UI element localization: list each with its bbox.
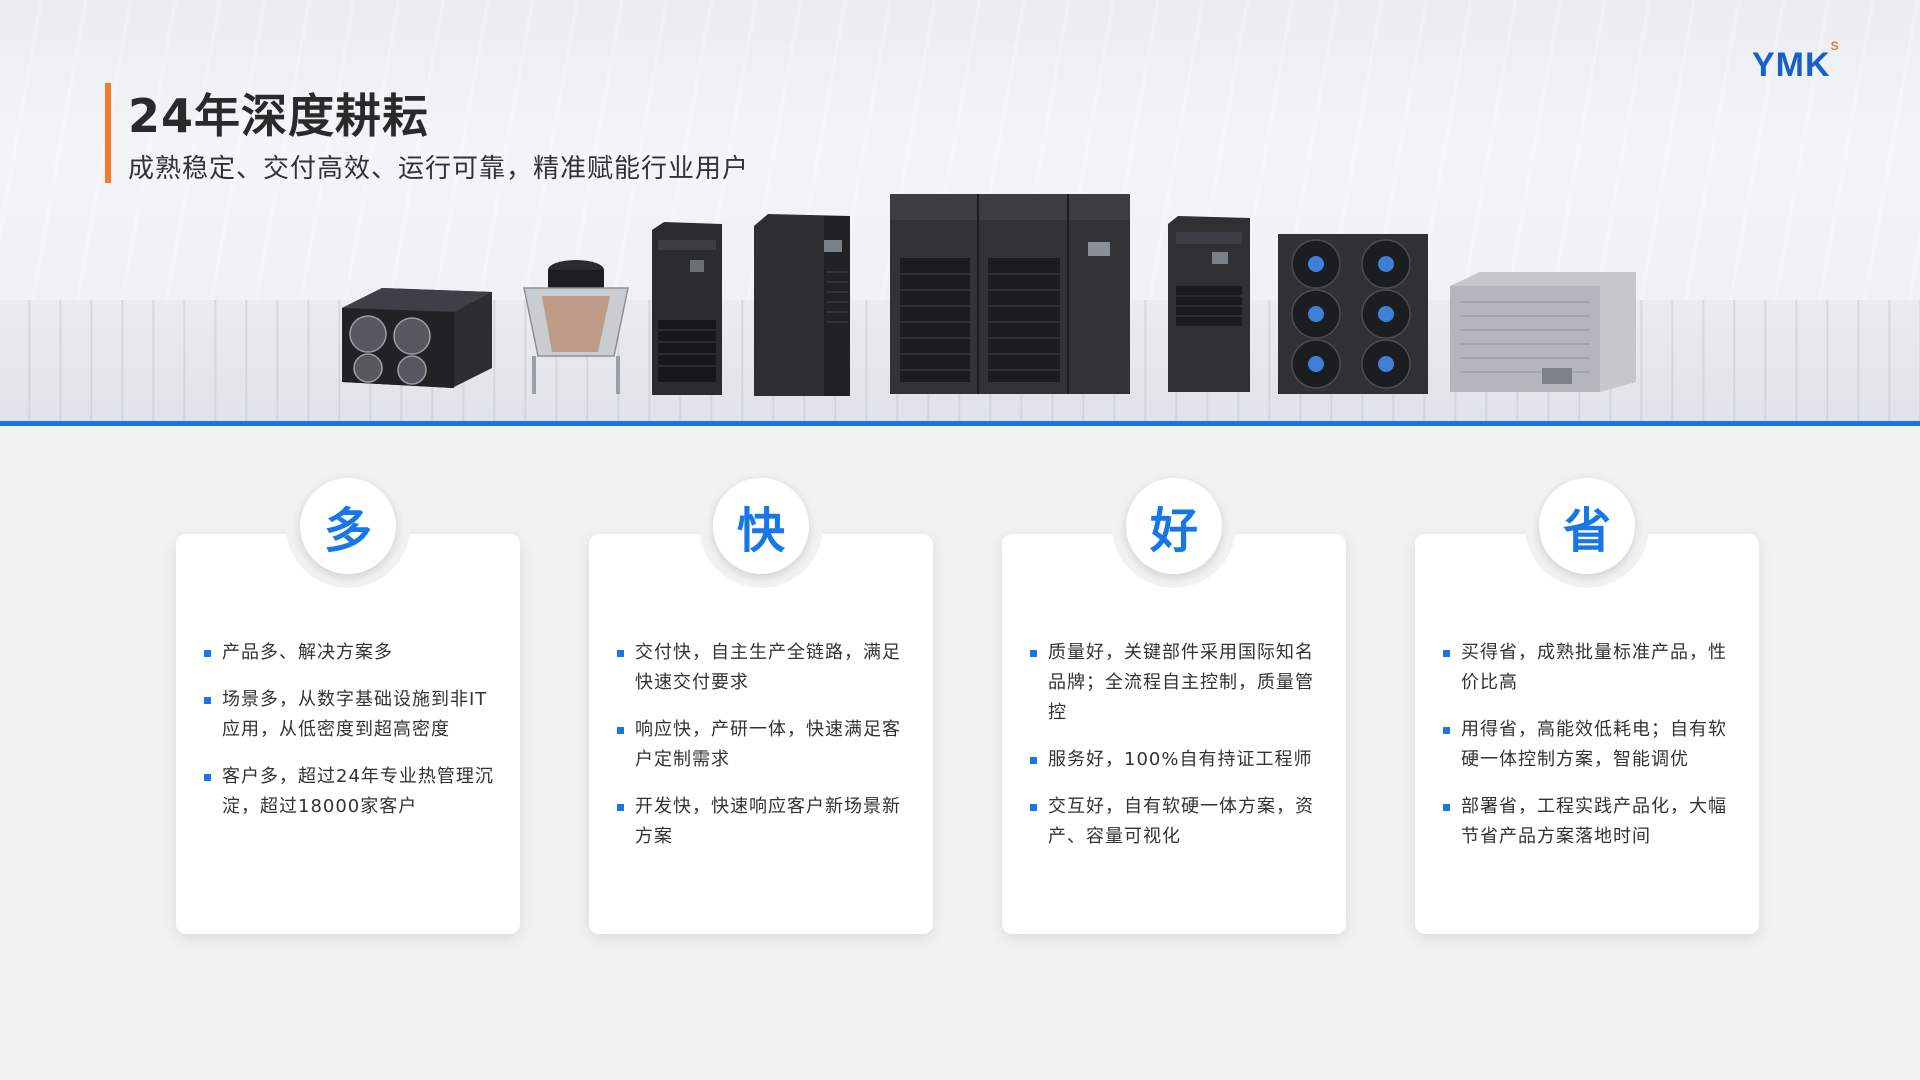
- list-item: 场景多，从数字基础设施到非IT应用，从低密度到超高密度: [204, 685, 500, 745]
- list-item: 交互好，自有软硬一体方案，资产、容量可视化: [1030, 792, 1326, 852]
- list-item: 用得省，高能效低耗电；自有软硬一体控制方案，智能调优: [1443, 715, 1739, 775]
- badge-good: 好: [1126, 478, 1222, 574]
- card-good: 质量好，关键部件采用国际知名品牌；全流程自主控制，质量管控 服务好，100%自有…: [1002, 534, 1346, 934]
- large-precision-ac-icon: [890, 194, 1130, 394]
- logo-text: YMK: [1752, 46, 1831, 84]
- outdoor-chiller-icon: [1450, 272, 1636, 392]
- badge-save: 省: [1539, 478, 1635, 574]
- list-item: 交付快，自主生产全链路，满足快速交付要求: [617, 638, 913, 698]
- card-save-list: 买得省，成熟批量标准产品，性价比高 用得省，高能效低耗电；自有软硬一体控制方案，…: [1443, 638, 1739, 869]
- list-item: 部署省，工程实践产品化，大幅节省产品方案落地时间: [1443, 792, 1739, 852]
- card-more: 产品多、解决方案多 场景多，从数字基础设施到非IT应用，从低密度到超高密度 客户…: [176, 534, 520, 934]
- list-item: 产品多、解决方案多: [204, 638, 500, 668]
- title-accent-bar: [105, 83, 111, 183]
- product-lineup: [0, 0, 1920, 424]
- logo-mark: S: [1830, 38, 1840, 53]
- list-item: 服务好，100%自有持证工程师: [1030, 745, 1326, 775]
- divider-line: [0, 421, 1920, 426]
- badge-more: 多: [300, 478, 396, 574]
- list-item: 客户多，超过24年专业热管理沉淀，超过18000家客户: [204, 762, 500, 822]
- card-good-list: 质量好，关键部件采用国际知名品牌；全流程自主控制，质量管控 服务好，100%自有…: [1030, 638, 1326, 869]
- page-title: 24年深度耕耘: [128, 89, 430, 143]
- card-fast-list: 交付快，自主生产全链路，满足快速交付要求 响应快，产研一体，快速满足客户定制需求…: [617, 638, 913, 869]
- fan-unit-icon: [342, 288, 492, 388]
- card-fast: 交付快，自主生产全链路，满足快速交付要求 响应快，产研一体，快速满足客户定制需求…: [589, 534, 933, 934]
- cabinet-ac-icon: [1168, 216, 1250, 392]
- multi-fan-condenser-icon: [1278, 234, 1428, 394]
- card-save: 买得省，成熟批量标准产品，性价比高 用得省，高能效低耗电；自有软硬一体控制方案，…: [1415, 534, 1759, 934]
- inrow-cabinet-icon: [754, 214, 850, 396]
- ymk-logo: YMKS: [1752, 39, 1840, 85]
- card-more-list: 产品多、解决方案多 场景多，从数字基础设施到非IT应用，从低密度到超高密度 客户…: [204, 638, 500, 839]
- list-item: 开发快，快速响应客户新场景新方案: [617, 792, 913, 852]
- page-subtitle: 成熟稳定、交付高效、运行可靠，精准赋能行业用户: [128, 154, 750, 184]
- condenser-icon: [523, 260, 629, 394]
- rack-cooler-icon: [652, 222, 722, 395]
- badge-fast: 快: [713, 478, 809, 574]
- list-item: 买得省，成熟批量标准产品，性价比高: [1443, 638, 1739, 698]
- list-item: 质量好，关键部件采用国际知名品牌；全流程自主控制，质量管控: [1030, 638, 1326, 728]
- list-item: 响应快，产研一体，快速满足客户定制需求: [617, 715, 913, 775]
